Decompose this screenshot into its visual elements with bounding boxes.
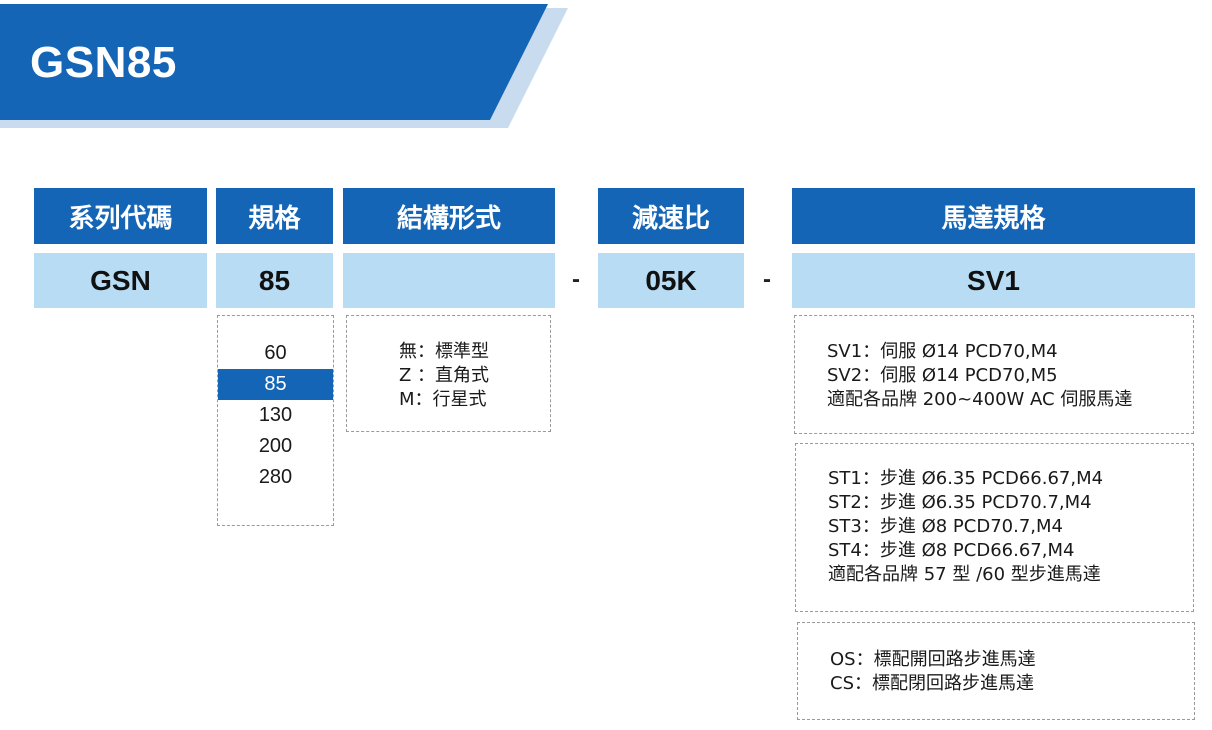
page-title: GSN85 <box>30 38 177 87</box>
header-series-code: 系列代碼 <box>34 188 207 244</box>
structure-options-list: 無：標準型 Z ：直角式 M：行星式 <box>399 340 489 412</box>
separator-dash: - <box>572 266 580 293</box>
banner-shape <box>0 4 568 128</box>
structure-option-right-angle: Z ：直角式 <box>399 365 490 386</box>
value-structure <box>343 253 555 308</box>
motor-loop-box: OS：標配開回路步進馬達 CS：標配閉回路步進馬達 <box>797 622 1195 720</box>
motor-option-cs: CS：標配閉回路步進馬達 <box>830 673 1034 694</box>
header-motor-spec: 馬達規格 <box>792 188 1195 244</box>
size-option-200: 200 <box>258 435 293 457</box>
motor-servo-list: SV1：伺服 Ø14 PCD70,M4 SV2：伺服 Ø14 PCD70,M5 … <box>827 340 1132 412</box>
motor-loop-list: OS：標配開回路步進馬達 CS：標配閉回路步進馬達 <box>830 648 1036 696</box>
structure-options-box: 無：標準型 Z ：直角式 M：行星式 <box>346 315 551 432</box>
value-size: 85 <box>216 253 333 308</box>
header-ratio: 減速比 <box>598 188 744 244</box>
value-ratio: 05K <box>598 253 744 308</box>
motor-stepper-note: 適配各品牌 57 型 /60 型步進馬達 <box>828 564 1101 585</box>
value-series-code: GSN <box>34 253 207 308</box>
header-structure: 結構形式 <box>343 188 555 244</box>
motor-servo-note: 適配各品牌 200~400W AC 伺服馬達 <box>827 389 1133 410</box>
header-size: 規格 <box>216 188 333 244</box>
structure-option-planetary: M：行星式 <box>399 389 487 410</box>
structure-option-standard: 無：標準型 <box>399 341 489 362</box>
motor-option-st4: ST4：步進 Ø8 PCD66.67,M4 <box>828 540 1075 561</box>
size-option-85-selected: 85 <box>218 369 333 400</box>
size-option-130: 130 <box>258 404 293 426</box>
motor-option-sv1: SV1：伺服 Ø14 PCD70,M4 <box>827 341 1058 362</box>
size-option-60: 60 <box>264 342 287 364</box>
motor-servo-box: SV1：伺服 Ø14 PCD70,M4 SV2：伺服 Ø14 PCD70,M5 … <box>794 315 1194 434</box>
motor-option-sv2: SV2：伺服 Ø14 PCD70,M5 <box>827 365 1058 386</box>
size-options-box: 60 85 130 200 280 <box>217 315 334 526</box>
value-motor-spec: SV1 <box>792 253 1195 308</box>
motor-option-st3: ST3：步進 Ø8 PCD70.7,M4 <box>828 516 1064 537</box>
motor-option-st1: ST1：步進 Ø6.35 PCD66.67,M4 <box>828 468 1104 489</box>
motor-option-st2: ST2：步進 Ø6.35 PCD70.7,M4 <box>828 492 1092 513</box>
size-options-list: 60 85 130 200 280 <box>218 338 333 493</box>
separator-dash: - <box>763 266 771 293</box>
title-banner: GSN85 <box>0 0 600 140</box>
motor-option-os: OS：標配開回路步進馬達 <box>830 649 1036 670</box>
motor-stepper-box: ST1：步進 Ø6.35 PCD66.67,M4 ST2：步進 Ø6.35 PC… <box>795 443 1194 612</box>
size-option-280: 280 <box>258 466 293 488</box>
motor-stepper-list: ST1：步進 Ø6.35 PCD66.67,M4 ST2：步進 Ø6.35 PC… <box>828 467 1103 587</box>
